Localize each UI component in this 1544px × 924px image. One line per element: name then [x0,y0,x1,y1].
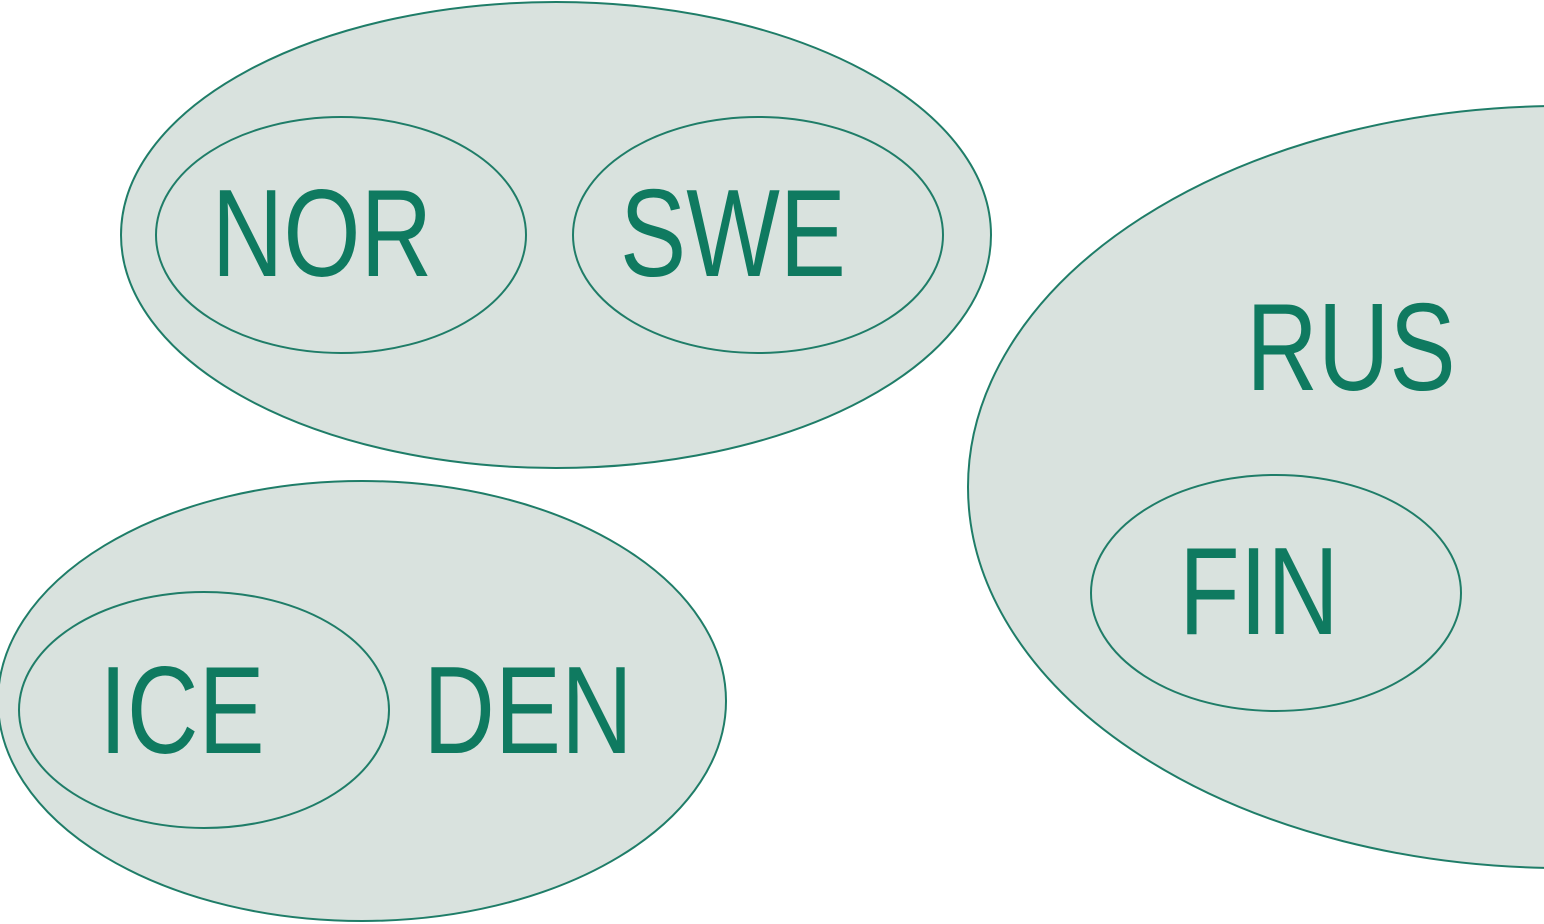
label-den: DEN [423,640,632,779]
label-ice: ICE [99,640,264,779]
ice-ellipse [18,591,390,829]
label-nor: NOR [212,163,432,302]
fin-ellipse [1090,474,1462,712]
label-rus: RUS [1246,277,1455,416]
label-swe: SWE [620,163,846,302]
swe-ellipse [572,116,944,354]
nor-ellipse [155,116,527,354]
label-fin: FIN [1179,521,1339,660]
